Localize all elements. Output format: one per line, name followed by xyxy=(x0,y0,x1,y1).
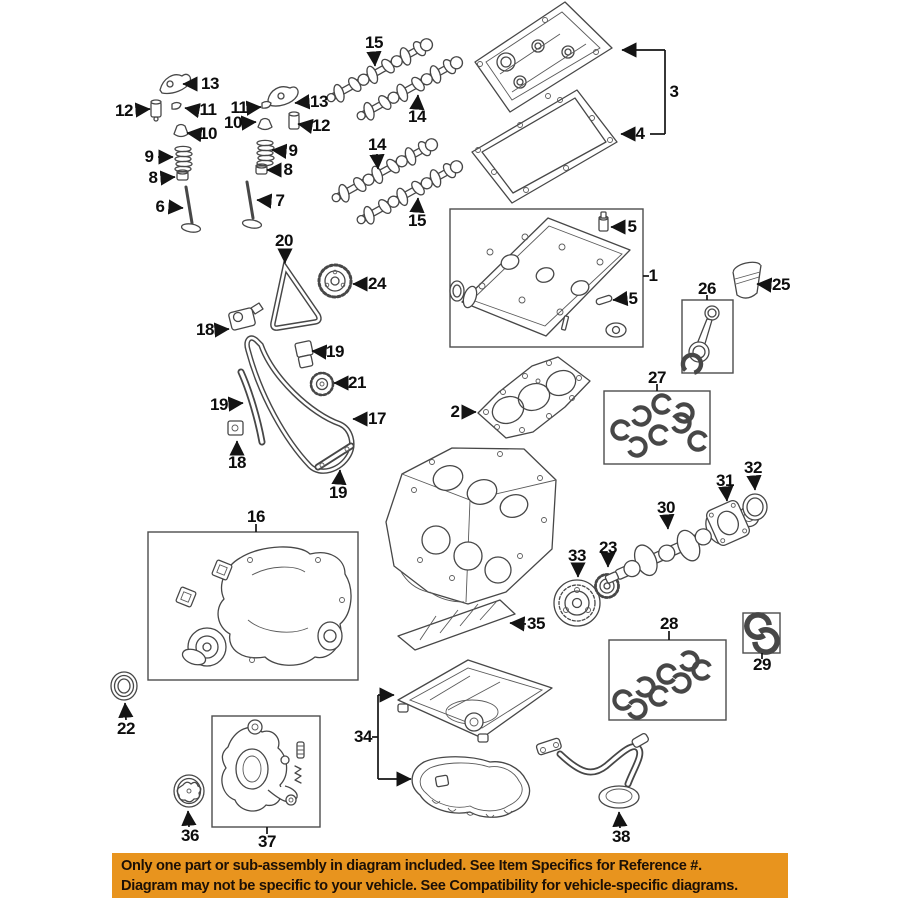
leader-bracket-34 xyxy=(372,687,412,787)
leader-30 xyxy=(659,513,675,530)
disclaimer-banner: Only one part or sub-assembly in diagram… xyxy=(112,853,788,898)
timing-chain-small xyxy=(270,260,322,331)
oil-pan-lower xyxy=(411,756,531,818)
head-gasket xyxy=(477,356,591,439)
leader-14 xyxy=(409,94,425,111)
leader-11 xyxy=(184,103,201,119)
leader-18 xyxy=(213,322,230,338)
valve-spring-left xyxy=(174,145,193,173)
leader-5 xyxy=(612,290,629,307)
oil-strainer xyxy=(535,732,649,809)
engine-block xyxy=(385,447,557,605)
leader-14 xyxy=(369,153,385,170)
leader-32 xyxy=(746,474,762,491)
timing-cover-group xyxy=(147,531,359,681)
front-crank-seal xyxy=(110,671,138,701)
leader-19 xyxy=(227,396,244,412)
connecting-rod-group xyxy=(679,299,734,377)
leader-19 xyxy=(311,344,328,360)
leader-15 xyxy=(409,197,425,214)
rear-main-seal xyxy=(742,493,768,521)
chain-damper-right xyxy=(294,340,314,369)
chain-guide-lower xyxy=(314,442,355,471)
cam-sprocket xyxy=(317,263,353,299)
oil-pan-upper xyxy=(397,659,553,743)
leader-12 xyxy=(134,102,151,118)
leader-7 xyxy=(256,193,273,209)
leader-15 xyxy=(366,50,382,67)
piston xyxy=(732,261,762,299)
oil-pump-rotor xyxy=(173,774,205,808)
chain-guide-left xyxy=(237,368,266,446)
valve-lash-adjuster-5 xyxy=(598,211,609,232)
leader-25 xyxy=(756,277,773,293)
timing-drive xyxy=(227,260,355,474)
valve-cover-gasket xyxy=(471,89,618,204)
leader-22 xyxy=(118,702,134,721)
disclaimer-line-2: Diagram may not be specific to your vehi… xyxy=(121,877,738,894)
windage-tray xyxy=(397,599,516,651)
main-bearings-group xyxy=(608,639,727,721)
idler-sprocket xyxy=(309,371,335,397)
leader-10 xyxy=(186,127,203,143)
valvetrain-right xyxy=(241,86,300,229)
thrust-washer-group xyxy=(742,610,781,656)
leader-bracket-3 xyxy=(620,42,666,142)
leader-9 xyxy=(271,143,288,159)
chain-tensioner-lower xyxy=(227,420,244,436)
leader-13 xyxy=(294,94,311,110)
camshafts xyxy=(322,32,468,231)
leader-36 xyxy=(181,810,197,828)
oil-pump-group xyxy=(211,715,321,828)
leader-35 xyxy=(509,616,527,632)
leader-10 xyxy=(240,115,257,131)
leader-12 xyxy=(297,118,314,134)
leader-38 xyxy=(612,811,628,829)
chain-tensioner-upper xyxy=(228,302,264,331)
disclaimer-line-1: Only one part or sub-assembly in diagram… xyxy=(121,858,702,874)
rear-seal-retainer xyxy=(706,499,750,547)
crank-pulley xyxy=(553,579,601,627)
water-pump xyxy=(181,627,227,667)
leader-31 xyxy=(718,485,734,502)
camshaft-14b xyxy=(327,132,443,209)
leader-8 xyxy=(159,170,176,186)
dowel-pin-5 xyxy=(595,294,613,306)
cylinder-head-group xyxy=(449,208,644,348)
valve-cover xyxy=(474,1,613,113)
leader-lines xyxy=(118,50,773,834)
valvetrain-left xyxy=(150,73,202,233)
leader-19 xyxy=(331,469,347,486)
leader-6 xyxy=(167,199,184,215)
cam-seal xyxy=(449,280,465,302)
leader-11 xyxy=(245,100,262,116)
valve-spring-right xyxy=(256,139,275,167)
rod-bearings-group xyxy=(603,391,710,465)
